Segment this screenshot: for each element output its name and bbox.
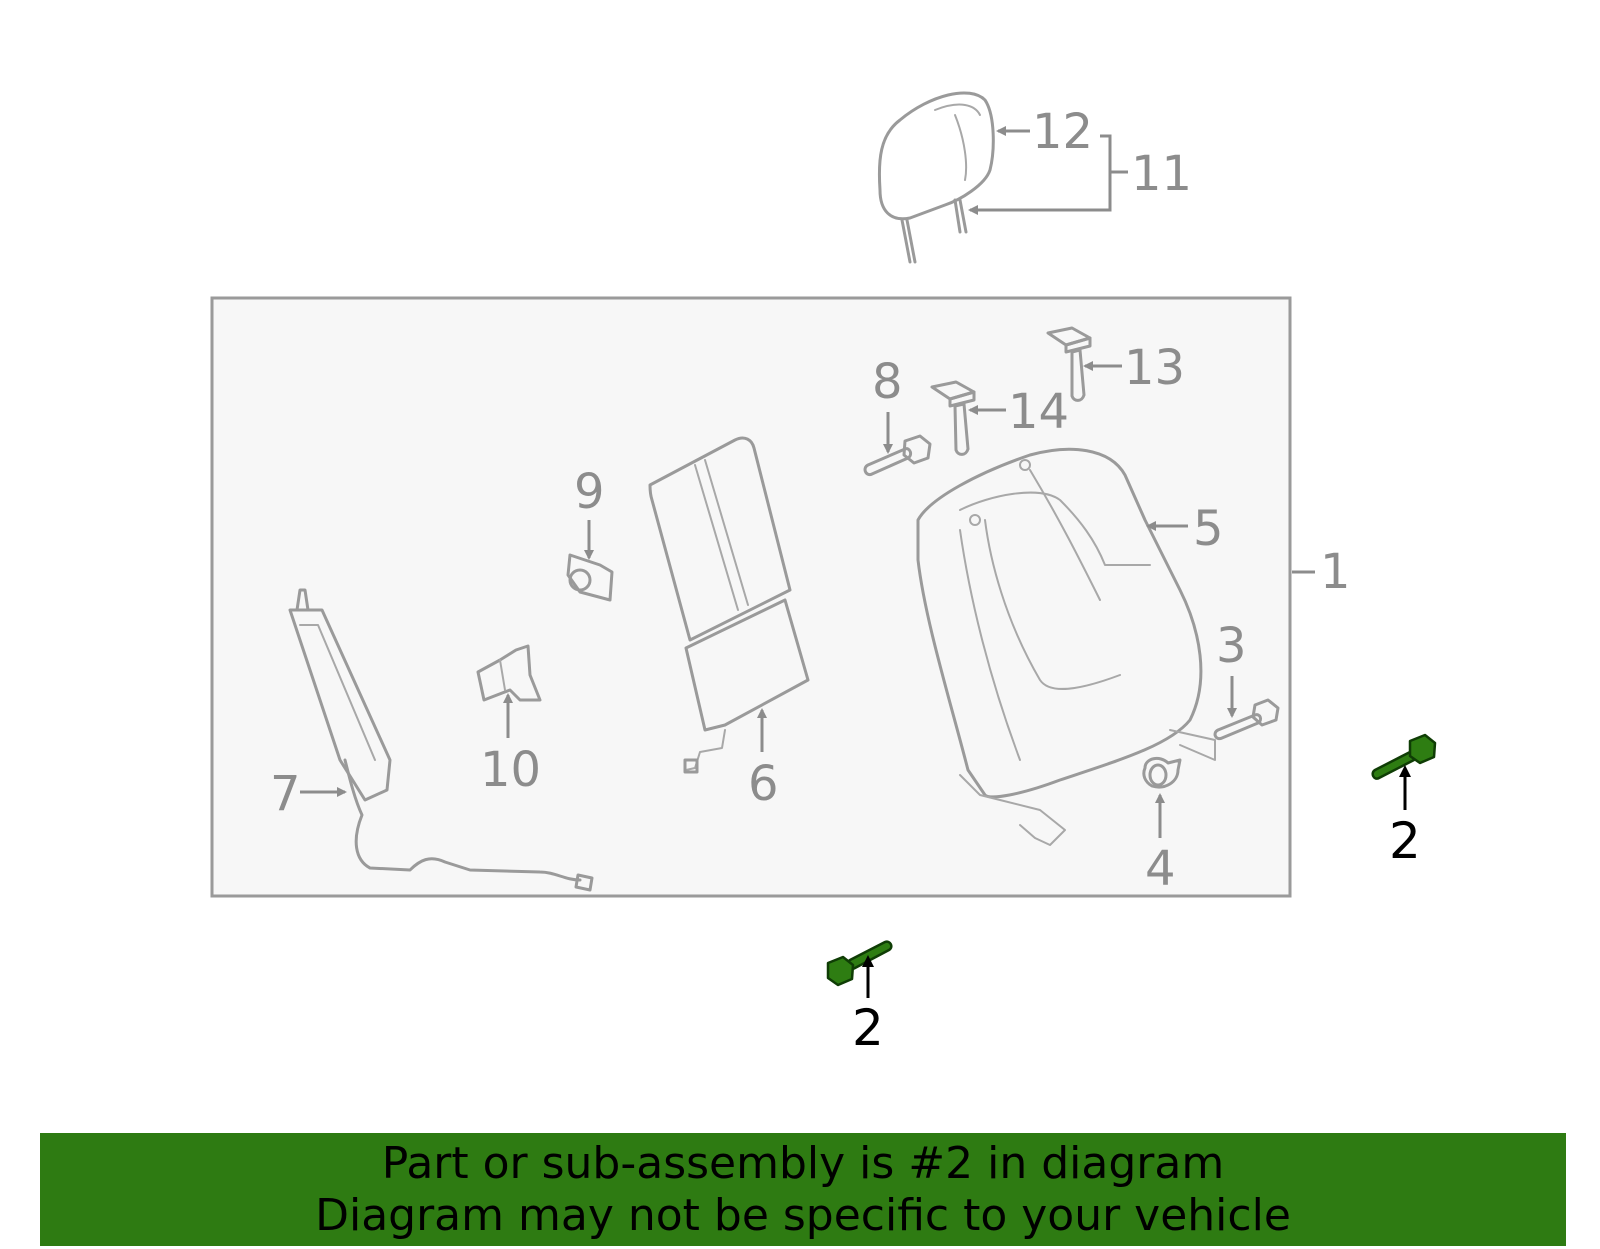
fastener-part-4: [1142, 756, 1182, 789]
callout-9: 9: [574, 464, 605, 520]
banner-line-2: Diagram may not be specific to your vehi…: [315, 1189, 1291, 1241]
headrest-part: [877, 91, 995, 264]
assembly-box: [210, 296, 1292, 898]
callout-1: 1: [1320, 544, 1351, 600]
guide-clip-14: [930, 380, 976, 456]
callout-7: 7: [270, 766, 301, 822]
highlighted-bolt-2-bottom[interactable]: [826, 940, 893, 987]
bracket-part-10: [476, 644, 542, 702]
callout-5: 5: [1193, 501, 1224, 557]
airbag-part-7: [288, 588, 594, 892]
callout-2-bottom: 2: [852, 999, 884, 1057]
callout-8: 8: [872, 354, 903, 410]
callout-3: 3: [1216, 618, 1247, 674]
callout-2-right: 2: [1389, 812, 1421, 870]
callout-6: 6: [748, 756, 779, 812]
seatback-cover-part-5: [916, 447, 1216, 846]
callout-13: 13: [1124, 340, 1185, 396]
info-banner: Part or sub-assembly is #2 in diagram Di…: [40, 1133, 1566, 1246]
callout-11: 11: [1131, 146, 1192, 202]
banner-line-1: Part or sub-assembly is #2 in diagram: [381, 1137, 1225, 1189]
bolt-part-3: [1213, 698, 1280, 741]
callout-4: 4: [1145, 841, 1176, 897]
bracket-part-9: [566, 553, 614, 602]
highlighted-bolt-2-right[interactable]: [1371, 733, 1437, 780]
callout-12: 12: [1032, 104, 1093, 160]
guide-clip-13: [1046, 326, 1092, 402]
callout-14: 14: [1008, 384, 1069, 440]
bolt-part-8: [863, 434, 932, 477]
panel-part-6: [648, 436, 810, 774]
callout-10: 10: [480, 742, 541, 798]
